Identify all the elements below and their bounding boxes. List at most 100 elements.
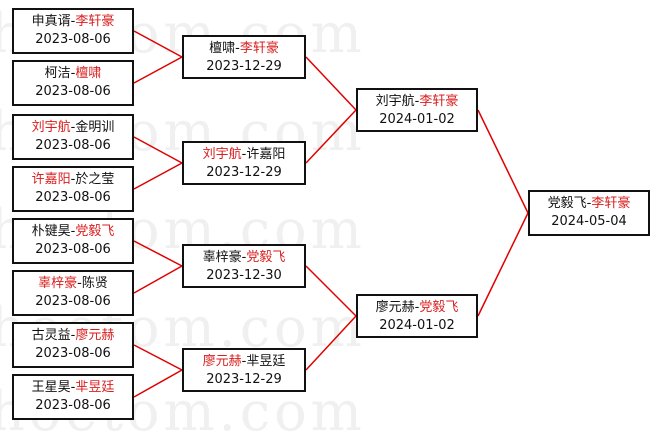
player-name: 於之莹 — [75, 172, 115, 187]
player-name: 李轩豪 — [239, 41, 279, 56]
match-date: 2024-01-02 — [379, 318, 455, 333]
match-date: 2023-08-06 — [35, 32, 111, 47]
bracket-connector — [133, 30, 183, 58]
bracket-connector — [133, 240, 183, 267]
separator: - — [414, 94, 420, 109]
player-name: 辜梓豪 — [202, 250, 242, 265]
player-name: 李轩豪 — [419, 94, 459, 109]
match-date: 2023-12-29 — [206, 165, 282, 180]
match-players: 檀啸-李轩豪 — [184, 40, 304, 58]
player-name: 许嘉阳 — [31, 172, 71, 187]
separator: - — [235, 41, 240, 56]
match-date: 2023-08-06 — [35, 242, 111, 257]
match-date: 2023-08-06 — [35, 190, 111, 205]
bracket-connector — [305, 109, 357, 164]
player-name: 芈昱廷 — [246, 354, 286, 369]
match-date: 2024-05-04 — [551, 214, 627, 229]
match-players: 廖元赫-党毅飞 — [358, 299, 476, 317]
player-name: 申真谞 — [31, 14, 71, 29]
player-name: 檀啸 — [209, 41, 236, 56]
player-name: 辜梓豪 — [38, 276, 78, 291]
separator: - — [70, 380, 76, 395]
player-name: 李轩豪 — [75, 14, 115, 29]
match-date: 2023-08-06 — [35, 84, 111, 99]
player-name: 古灵益 — [31, 328, 71, 343]
match-date: 2024-01-02 — [379, 112, 455, 127]
player-name: 柯洁 — [44, 66, 71, 81]
separator: - — [70, 14, 76, 29]
match-players: 党毅飞-李轩豪 — [530, 195, 648, 213]
player-name: 党毅飞 — [75, 224, 115, 239]
player-name: 李轩豪 — [591, 196, 631, 211]
bracket-connector — [133, 162, 183, 190]
bracket-connector — [133, 265, 183, 294]
player-name: 朴键昊 — [31, 224, 71, 239]
match-players: 廖元赫-芈昱廷 — [184, 353, 304, 371]
player-name: 党毅飞 — [419, 300, 459, 315]
bracket-connector — [477, 212, 529, 317]
player-name: 许嘉阳 — [246, 147, 286, 162]
bracket-lines — [133, 30, 529, 398]
player-name: 陈贤 — [81, 276, 108, 291]
bracket-connector — [133, 136, 183, 164]
player-name: 党毅飞 — [246, 250, 286, 265]
match-players: 朴键昊-党毅飞 — [14, 223, 132, 241]
player-name: 廖元赫 — [75, 328, 115, 343]
bracket-connector — [305, 315, 357, 371]
separator: - — [241, 250, 247, 265]
match-date: 2023-12-29 — [206, 59, 282, 74]
player-name: 党毅飞 — [547, 196, 587, 211]
player-name: 檀啸 — [75, 66, 102, 81]
player-name: 刘宇航 — [31, 120, 71, 135]
separator: - — [70, 120, 76, 135]
player-name: 廖元赫 — [202, 354, 242, 369]
separator: - — [241, 147, 247, 162]
match-players: 柯洁-檀啸 — [14, 65, 132, 83]
bracket-connector — [477, 109, 529, 214]
separator: - — [70, 172, 76, 187]
bracket-connector — [305, 56, 357, 111]
player-name: 刘宇航 — [202, 147, 242, 162]
bracket-connector — [133, 369, 183, 398]
separator: - — [70, 66, 76, 81]
player-name: 王星昊 — [31, 380, 71, 395]
match-players: 刘宇航-许嘉阳 — [184, 146, 304, 164]
player-name: 刘宇航 — [375, 94, 415, 109]
separator: - — [414, 300, 420, 315]
player-name: 廖元赫 — [375, 300, 415, 315]
match-date: 2023-08-06 — [35, 346, 111, 361]
bracket-connector — [133, 56, 183, 84]
match-players: 辜梓豪-陈贤 — [14, 275, 132, 293]
separator: - — [586, 196, 592, 211]
player-name: 金明训 — [75, 120, 115, 135]
match-date: 2023-12-30 — [206, 268, 282, 283]
match-players: 古灵益-廖元赫 — [14, 327, 132, 345]
match-date: 2023-12-29 — [206, 372, 282, 387]
match-date: 2023-08-06 — [35, 294, 111, 309]
match-players: 刘宇航-李轩豪 — [358, 93, 476, 111]
match-players: 王星昊-芈昱廷 — [14, 379, 132, 397]
match-players: 申真谞-李轩豪 — [14, 13, 132, 31]
bracket-connector — [133, 344, 183, 371]
match-date: 2023-08-06 — [35, 138, 111, 153]
separator: - — [70, 224, 76, 239]
match-players: 辜梓豪-党毅飞 — [184, 249, 304, 267]
match-box: 许嘉阳-於之莹 2023-08-06 — [12, 166, 134, 212]
match-players: 刘宇航-金明训 — [14, 119, 132, 137]
separator: - — [241, 354, 247, 369]
